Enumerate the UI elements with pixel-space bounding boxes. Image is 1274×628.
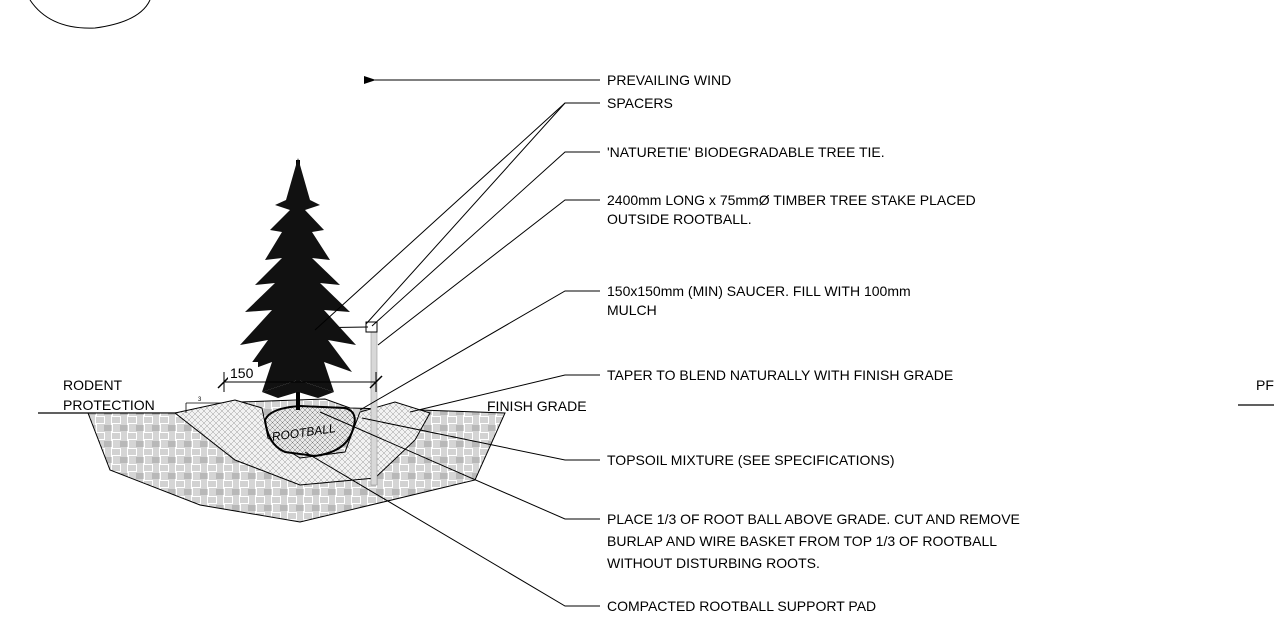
label-tree-tie: 'NATURETIE' BIODEGRADABLE TREE TIE. — [607, 144, 885, 160]
tree-tie-leader — [371, 151, 600, 327]
label-cut-off: PF — [1256, 377, 1274, 393]
label-spacers: SPACERS — [607, 95, 673, 111]
label-place-1: PLACE 1/3 OF ROOT BALL ABOVE GRADE. CUT … — [607, 511, 1020, 527]
label-rodent-2: PROTECTION — [63, 397, 155, 413]
topsoil-leader — [361, 417, 600, 461]
label-taper: TAPER TO BLEND NATURALLY WITH FINISH GRA… — [607, 367, 953, 383]
label-finish-grade: FINISH GRADE — [487, 398, 587, 414]
spacers-leader-2 — [365, 102, 566, 325]
saucer-leader — [359, 290, 600, 411]
compacted-leader — [304, 451, 600, 607]
label-compacted: COMPACTED ROOTBALL SUPPORT PAD — [607, 598, 876, 614]
label-place-3: WITHOUT DISTURBING ROOTS. — [607, 555, 820, 571]
label-place-2: BURLAP AND WIRE BASKET FROM TOP 1/3 OF R… — [607, 533, 997, 549]
topsoil-mixture — [173, 399, 431, 486]
label-saucer-2: MULCH — [607, 302, 657, 318]
small-mark: 3 — [198, 397, 202, 403]
dimension-label: 150 — [230, 365, 254, 381]
label-prevailing-wind: PREVAILING WIND — [607, 72, 731, 88]
place-leader — [319, 411, 600, 520]
label-topsoil: TOPSOIL MIXTURE (SEE SPECIFICATIONS) — [607, 452, 895, 468]
label-stake-2: OUTSIDE ROOTBALL. — [607, 211, 752, 227]
detail-bubble-arc — [29, 0, 151, 29]
root-ball — [263, 404, 356, 458]
stake-leader — [377, 199, 600, 346]
taper-leader — [409, 374, 600, 413]
label-rodent-1: RODENT — [63, 377, 123, 393]
label-stake-1: 2400mm LONG x 75mmØ TIMBER TREE STAKE PL… — [607, 192, 976, 208]
conifer-tree — [240, 158, 356, 410]
dimension-150: 150 — [217, 362, 383, 392]
timber-tree-stake — [370, 324, 378, 486]
label-saucer-1: 150x150mm (MIN) SAUCER. FILL WITH 100mm — [607, 283, 911, 299]
